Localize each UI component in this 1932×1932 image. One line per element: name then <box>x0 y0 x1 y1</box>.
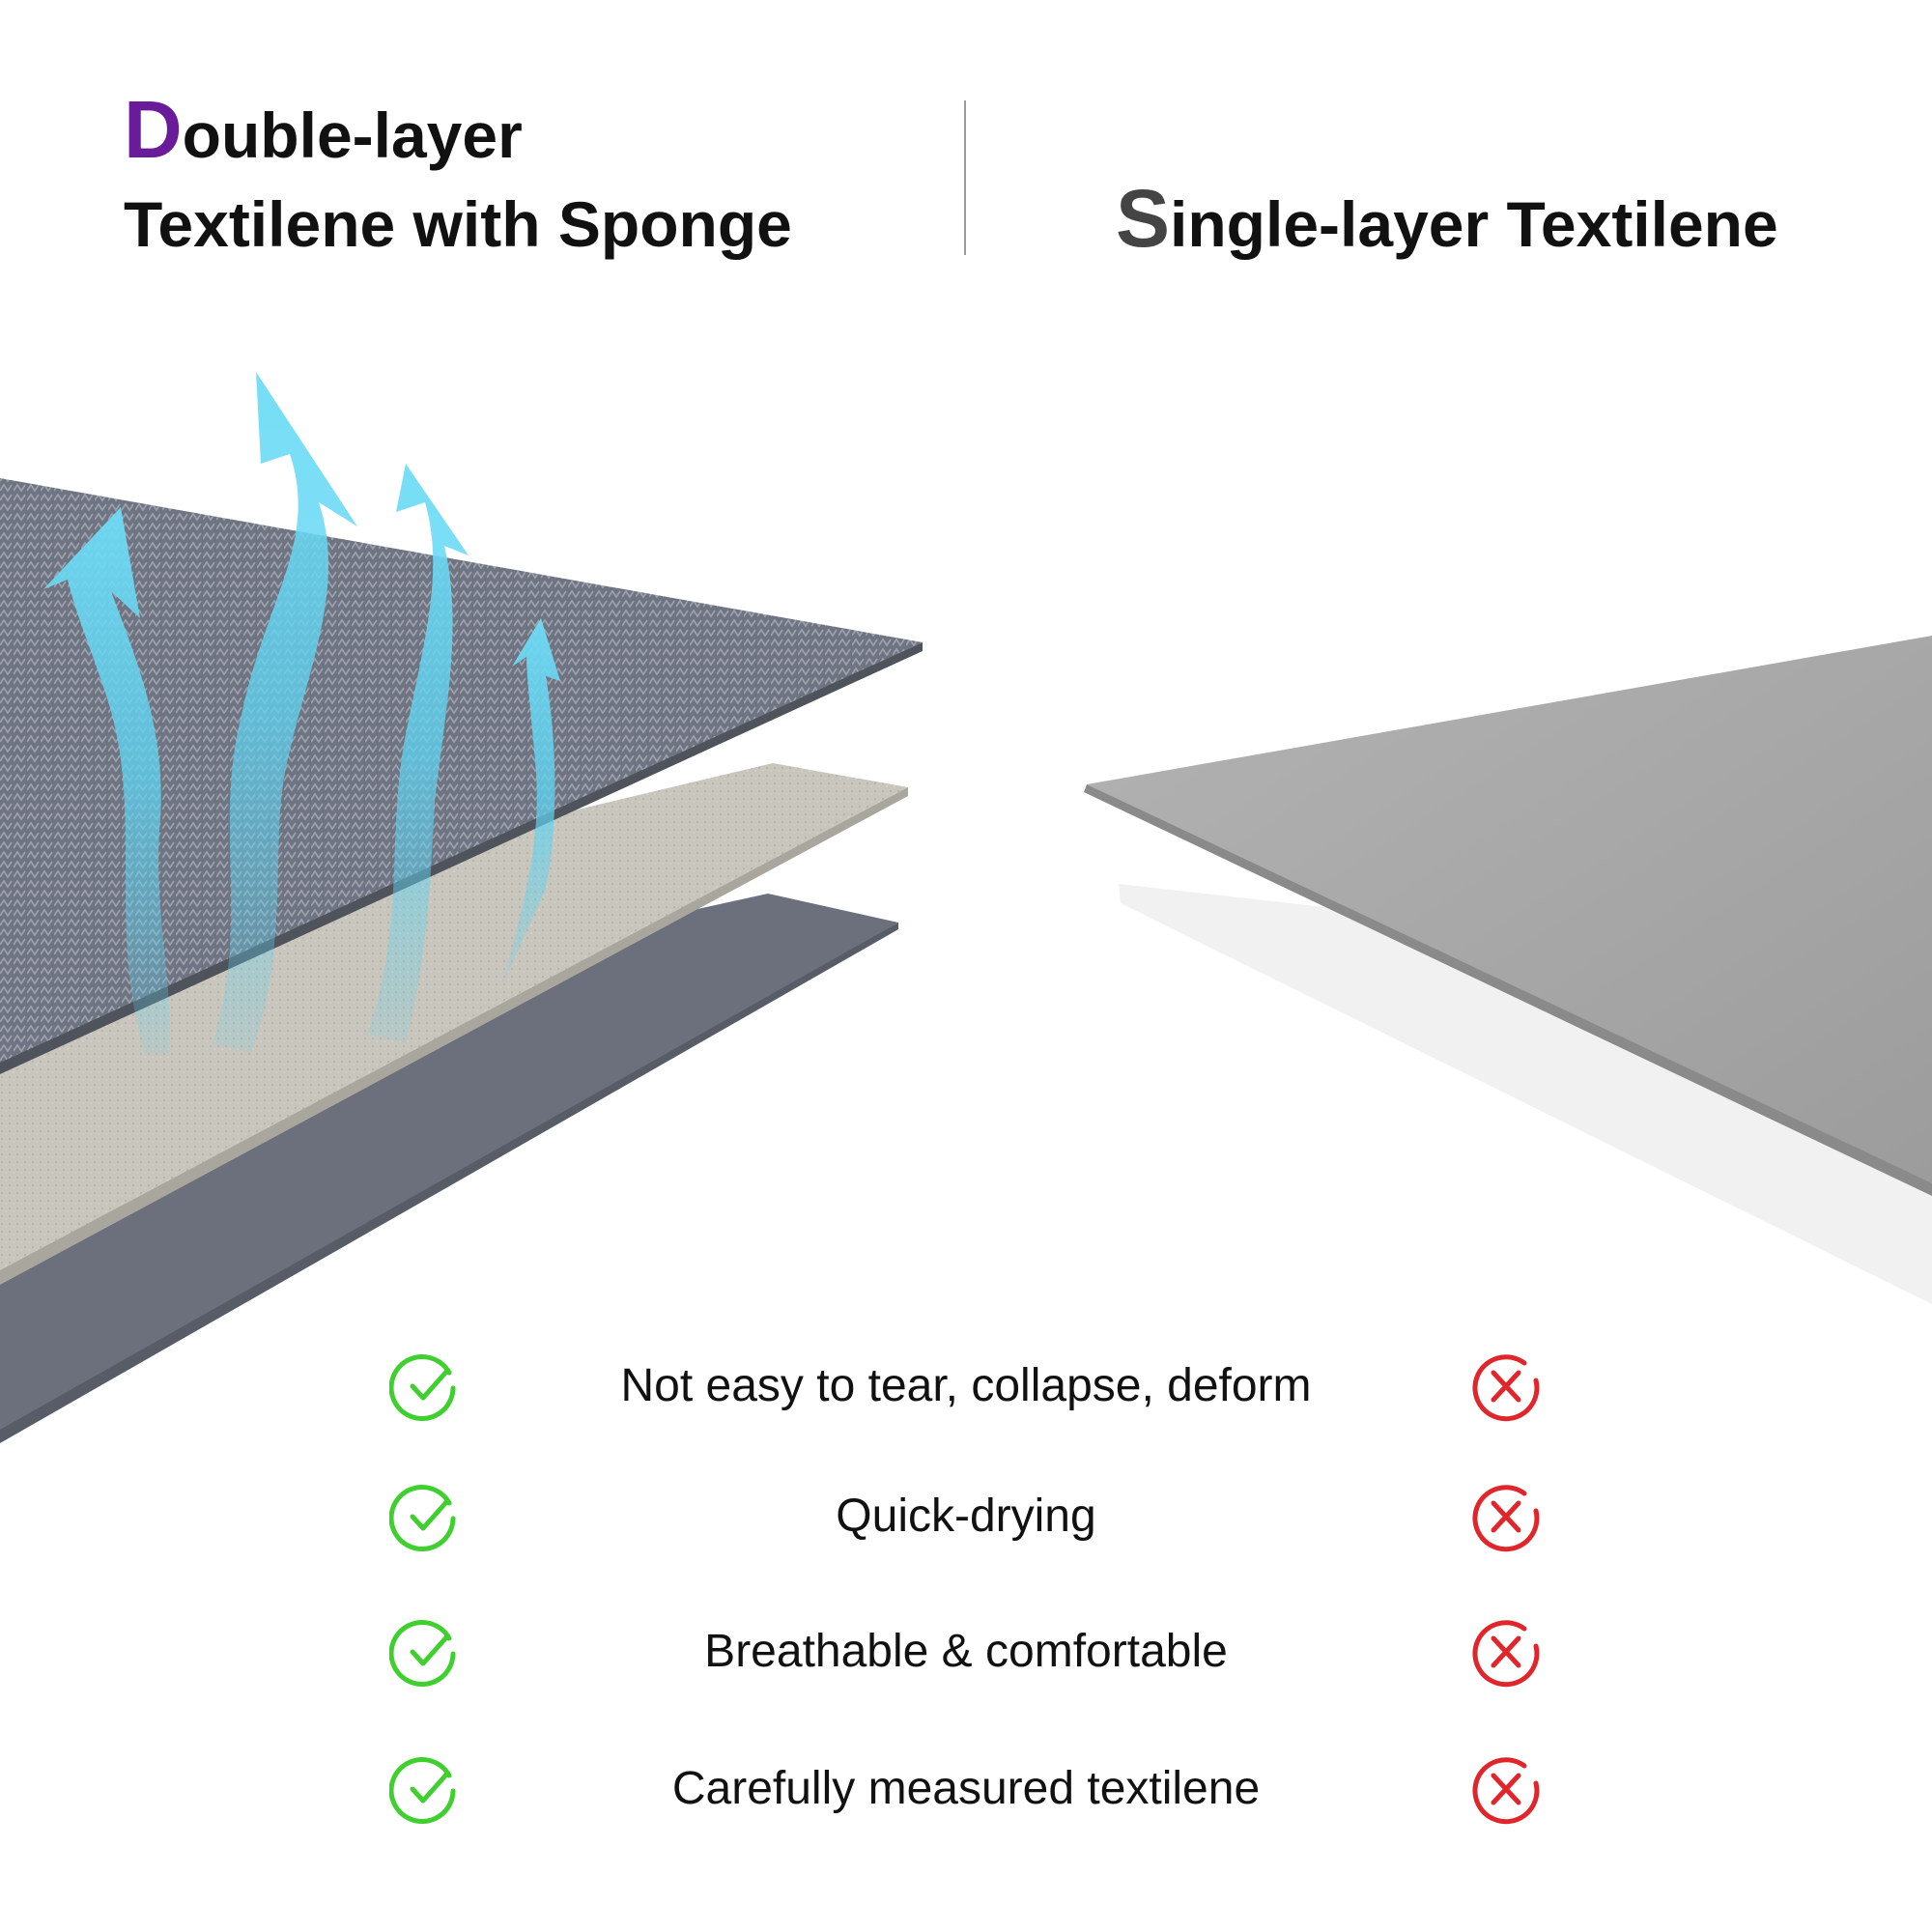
double-layer-heading: Double-layer Textilene with Sponge <box>124 85 792 269</box>
feature-row: Not easy to tear, collapse, deform <box>0 1328 1932 1444</box>
feature-row: Carefully measured textilene <box>0 1731 1932 1847</box>
feature-text: Not easy to tear, collapse, deform <box>620 1360 1312 1411</box>
single-layer-heading: Single-layer Textilene <box>1116 174 1778 269</box>
cross-icon <box>1472 1485 1540 1552</box>
check-icon <box>389 1354 456 1421</box>
cross-icon <box>1472 1354 1540 1422</box>
feature-row: Breathable & comfortable <box>0 1594 1932 1710</box>
heading-rest-line1: ouble-layer <box>182 99 523 171</box>
double-layer-heading-line1: Double-layer <box>124 85 792 180</box>
feature-text: Breathable & comfortable <box>704 1626 1228 1677</box>
cross-icon <box>1472 1757 1540 1825</box>
check-icon <box>389 1485 456 1551</box>
heading-divider <box>964 100 966 255</box>
single-layer-textilene <box>1084 636 1932 1304</box>
feature-row: Quick-drying <box>0 1459 1932 1575</box>
cross-icon <box>1472 1620 1540 1688</box>
double-layer-heading-line2: Textilene with Sponge <box>124 188 792 260</box>
feature-text: Carefully measured textilene <box>671 1763 1261 1814</box>
heading-initial-s: S <box>1116 173 1171 264</box>
heading-rest: ingle-layer Textilene <box>1170 188 1778 260</box>
check-icon <box>389 1757 456 1824</box>
heading-initial-d: D <box>124 84 183 175</box>
airflow-arrows-icon <box>43 372 560 1053</box>
feature-text: Quick-drying <box>836 1491 1096 1542</box>
check-icon <box>389 1620 456 1687</box>
sponge-layer <box>0 763 908 1285</box>
